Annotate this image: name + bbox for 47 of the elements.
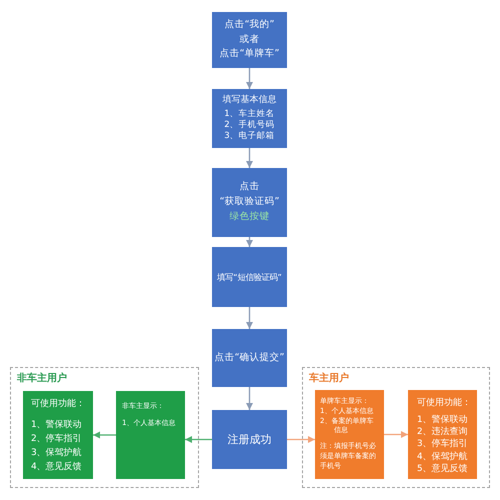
arrow [287,436,315,443]
list-item: 2、手机号码 [224,120,275,131]
arrow [384,431,408,438]
list-item: 1、警保联动 [31,418,83,432]
step-text: 或者 [240,32,260,47]
list-item: 5、意见反馈 [417,462,469,475]
step-heading: 填写基本信息 [222,95,276,107]
list-item: 3、电子邮箱 [224,130,275,142]
process-box [212,410,287,469]
process-box [212,89,287,148]
arrow [93,432,116,438]
step-text: 点击“确认提交” [214,350,284,365]
step-text: 点击“单牌车” [220,47,280,62]
step-text: 填写“短信验证码” [217,270,282,284]
arrow [246,307,253,329]
list-item: 1、警保联动 [417,414,469,426]
info-card [408,390,477,479]
process-box [212,247,287,307]
info-card [116,391,185,479]
card-heading: 可使用功能： [417,397,472,410]
arrow [246,68,253,89]
process-box [212,168,287,237]
user-group-frame [302,367,490,488]
info-card [315,390,384,479]
step-text: “获取验证码” [220,195,280,210]
arrow [246,148,253,168]
step-text: 绿色按键 [230,210,270,224]
arrow [246,237,253,247]
card-heading: 可使用功能： [31,398,86,411]
process-box [212,12,287,68]
user-group-frame [10,367,199,488]
step-text: 点击 [240,180,260,194]
info-card [23,391,93,479]
group-title: 非车主用户 [17,371,67,385]
list-item: 4、意见反馈 [31,460,83,474]
step-text: 注册成功 [228,432,272,448]
list-item: 3、保驾护航 [31,446,83,460]
list-item: 4、保驾护航 [417,450,469,463]
step-text: 点击“我的” [224,18,274,32]
list-item: 2、违法查询 [417,426,469,438]
group-title: 车主用户 [309,371,349,385]
arrow [185,436,212,443]
list-item: 2、停车指引 [31,432,83,446]
arrow [246,387,253,410]
process-box [212,329,287,387]
list-item: 1、车主姓名 [224,108,275,120]
list-item: 3、停车指引 [417,438,469,450]
